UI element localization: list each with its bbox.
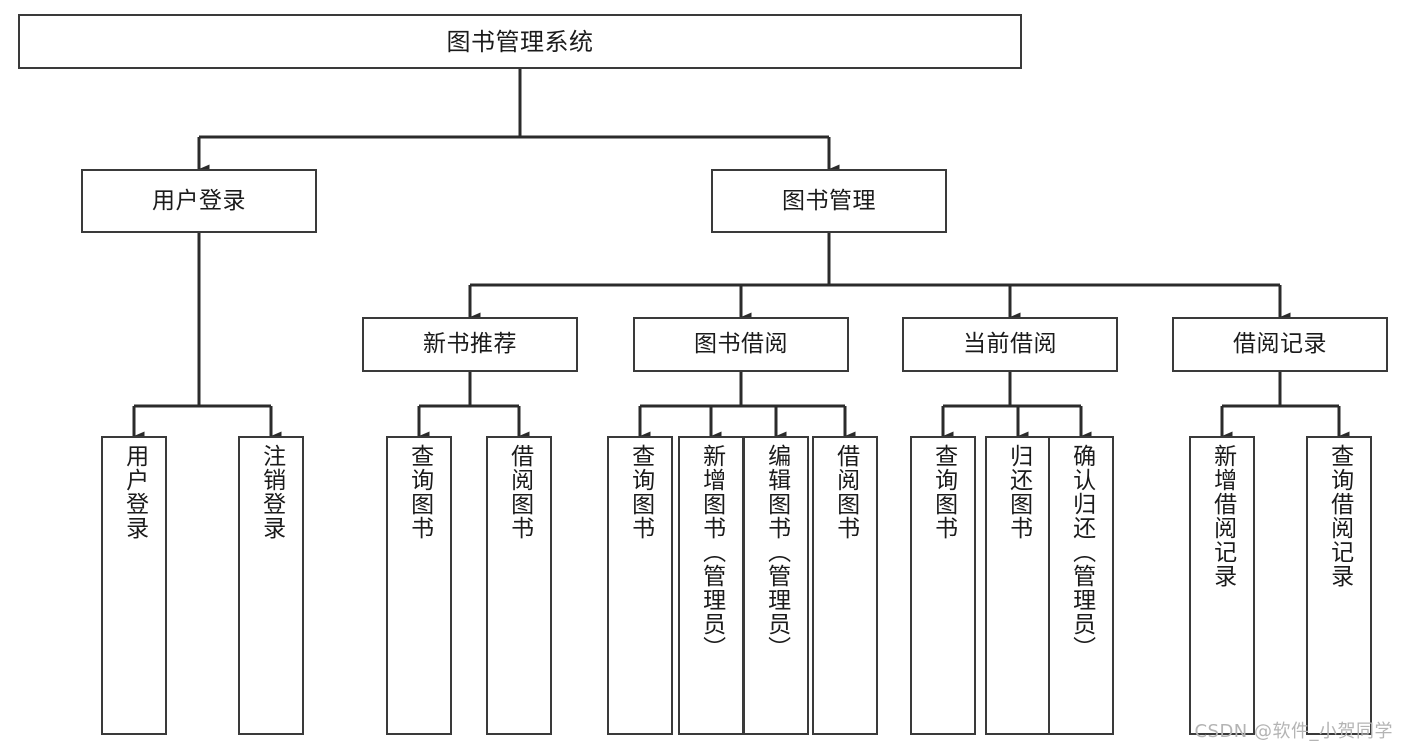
- node-label: 查询图书: [930, 444, 957, 540]
- leaf-query-books-current[interactable]: 查询图书: [910, 436, 976, 735]
- leaf-query-borrow-record[interactable]: 查询借阅记录: [1306, 436, 1372, 735]
- leaf-add-book-admin[interactable]: 新增图书（管理员）: [678, 436, 744, 735]
- node-label: 借阅记录: [1233, 331, 1327, 357]
- leaf-confirm-return-admin[interactable]: 确认归还（管理员）: [1048, 436, 1114, 735]
- node-new-book-recommendation[interactable]: 新书推荐: [362, 317, 578, 372]
- node-label: 查询图书: [406, 444, 433, 540]
- leaf-borrow-books-borrowing[interactable]: 借阅图书: [812, 436, 878, 735]
- node-label: 编辑图书（管理员）: [763, 444, 790, 660]
- node-label: 图书借阅: [694, 331, 788, 357]
- node-label: 新书推荐: [423, 331, 517, 357]
- node-user-login[interactable]: 用户登录: [81, 169, 317, 233]
- node-label: 新增借阅记录: [1209, 444, 1236, 588]
- node-root-book-management-system[interactable]: 图书管理系统: [18, 14, 1022, 69]
- leaf-edit-book-admin[interactable]: 编辑图书（管理员）: [743, 436, 809, 735]
- node-label: 查询借阅记录: [1326, 444, 1353, 588]
- leaf-add-borrow-record[interactable]: 新增借阅记录: [1189, 436, 1255, 735]
- node-borrowing-records[interactable]: 借阅记录: [1172, 317, 1388, 372]
- leaf-logout[interactable]: 注销登录: [238, 436, 304, 735]
- leaf-query-books-borrowing[interactable]: 查询图书: [607, 436, 673, 735]
- node-label: 图书管理: [782, 187, 876, 214]
- watermark-text: CSDN @软件_小贺同学: [1194, 721, 1393, 742]
- node-label: 图书管理系统: [446, 27, 594, 56]
- node-book-borrowing[interactable]: 图书借阅: [633, 317, 849, 372]
- node-current-borrowing[interactable]: 当前借阅: [902, 317, 1118, 372]
- node-label: 用户登录: [121, 444, 148, 540]
- node-label: 借阅图书: [506, 444, 533, 540]
- leaf-user-login[interactable]: 用户登录: [101, 436, 167, 735]
- leaf-query-books-recommend[interactable]: 查询图书: [386, 436, 452, 735]
- leaf-borrow-books-recommend[interactable]: 借阅图书: [486, 436, 552, 735]
- node-label: 借阅图书: [832, 444, 859, 540]
- tree-connectors: [132, 69, 1350, 441]
- node-label: 新增图书（管理员）: [698, 444, 725, 660]
- node-label: 确认归还（管理员）: [1068, 444, 1095, 660]
- node-label: 归还图书: [1005, 444, 1032, 540]
- node-book-management[interactable]: 图书管理: [711, 169, 947, 233]
- node-label: 用户登录: [152, 187, 246, 214]
- node-label: 查询图书: [627, 444, 654, 540]
- node-label: 当前借阅: [963, 331, 1057, 357]
- leaf-return-books[interactable]: 归还图书: [985, 436, 1051, 735]
- node-label: 注销登录: [258, 444, 285, 540]
